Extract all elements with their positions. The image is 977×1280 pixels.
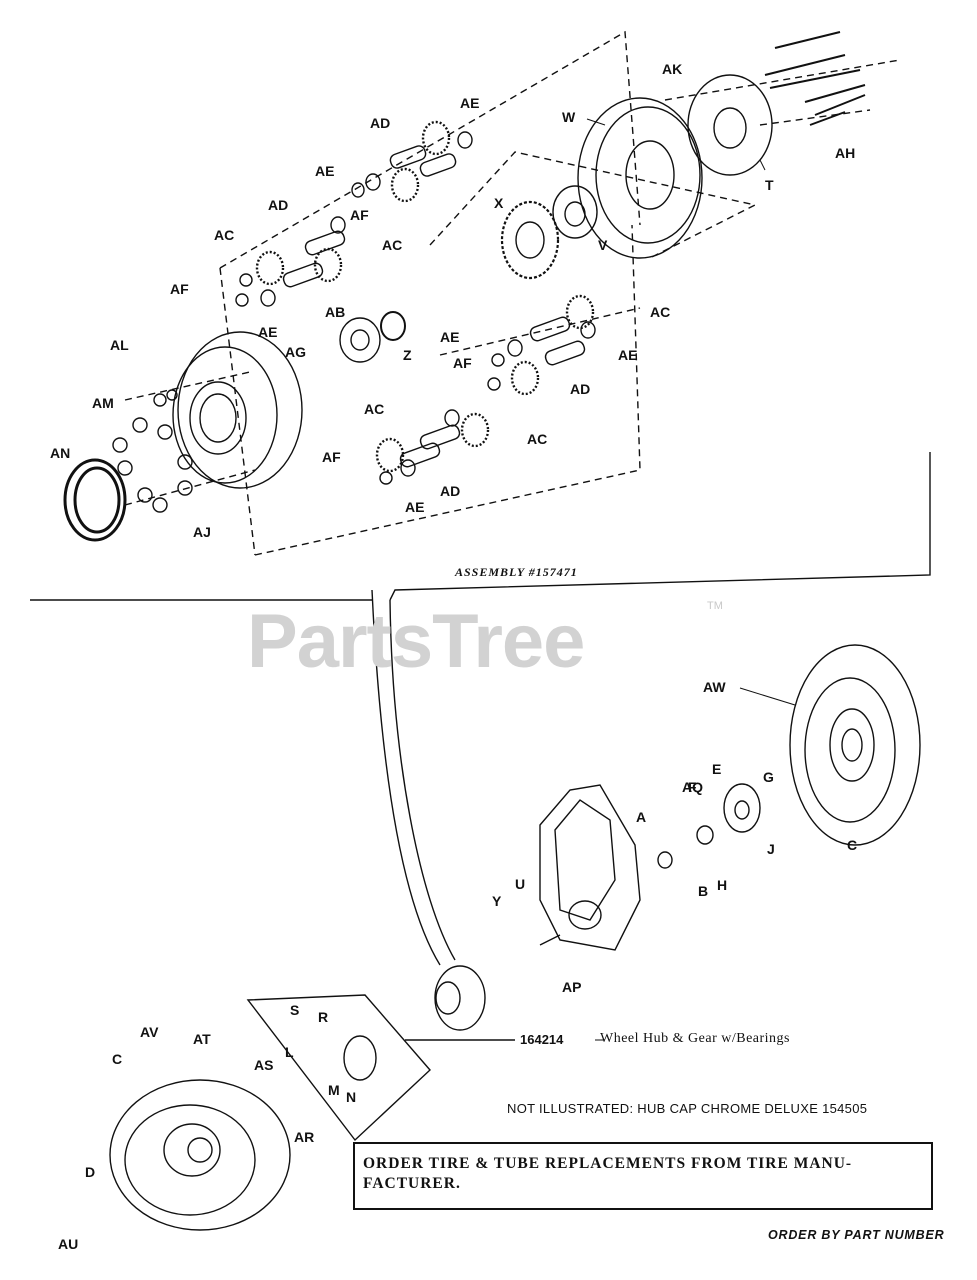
trademark-mark: TM	[707, 600, 723, 612]
callout-l: L	[285, 1044, 294, 1060]
callout-ap: AP	[562, 979, 582, 995]
callout-g: G	[763, 769, 774, 785]
callout-ac: AC	[214, 227, 235, 243]
transmission-case	[539, 784, 673, 951]
callout-ae: AE	[315, 163, 335, 179]
callout-b: B	[698, 883, 709, 899]
ring-w	[577, 97, 703, 259]
callout-al: AL	[110, 337, 129, 353]
callout-ak: AK	[662, 61, 683, 77]
order-by-part-number: ORDER BY PART NUMBER	[768, 1228, 945, 1242]
callout-aj: AJ	[193, 524, 211, 540]
callout-ad: AD	[268, 197, 289, 213]
callout-e: E	[712, 761, 722, 777]
callout-w: W	[562, 109, 576, 125]
wheel-aw	[789, 644, 921, 846]
leader-lines	[586, 118, 796, 1041]
callout-au: AU	[58, 1236, 79, 1252]
callout-d: D	[85, 1164, 96, 1180]
plate-t	[687, 74, 773, 176]
assembly-outline	[124, 30, 901, 556]
not-illustrated-note: NOT ILLUSTRATED: HUB CAP CHROME DELUXE 1…	[507, 1101, 868, 1116]
callout-ae: AE	[440, 329, 460, 345]
callout-an: AN	[50, 445, 71, 461]
callout-y: Y	[492, 893, 502, 909]
callout-j: J	[767, 841, 775, 857]
bolts-ah	[764, 31, 866, 126]
callout-f: F	[688, 779, 697, 795]
callout-h: H	[717, 877, 728, 893]
callout-af: AF	[350, 207, 369, 223]
callout-c: C	[847, 837, 858, 853]
callout-u: U	[515, 876, 526, 892]
ring-gear-ag	[172, 331, 303, 489]
callout-aq: AQ	[682, 779, 703, 795]
callout-ae: AE	[405, 499, 425, 515]
callout-af: AF	[322, 449, 341, 465]
callout-aw: AW	[703, 679, 726, 695]
callout-ar: AR	[294, 1129, 315, 1145]
callout-af: AF	[170, 281, 189, 297]
wheel-hub-gear	[434, 965, 486, 1031]
callout-at: AT	[193, 1031, 211, 1047]
callout-n: N	[346, 1089, 357, 1105]
callout-s: S	[290, 1002, 300, 1018]
callout-ae: AE	[460, 95, 480, 111]
callout-am: AM	[92, 395, 114, 411]
callout-ae: AE	[618, 347, 638, 363]
washers-af	[235, 131, 596, 485]
planet-gears	[255, 120, 595, 473]
assembly-label: ASSEMBLY #157471	[455, 565, 578, 579]
watermark: PartsTree	[247, 599, 585, 684]
callout-ad: AD	[440, 483, 461, 499]
callout-x: X	[494, 195, 504, 211]
hub-description: Wheel Hub & Gear w/Bearings	[600, 1031, 790, 1046]
callout-m: M	[328, 1082, 340, 1098]
callout-af: AF	[453, 355, 472, 371]
bushings	[282, 145, 586, 468]
callout-as: AS	[254, 1057, 274, 1073]
hub-part-number: 164214	[520, 1032, 564, 1047]
callout-ac: AC	[650, 304, 671, 320]
callout-av: AV	[140, 1024, 159, 1040]
callout-t: T	[765, 177, 774, 193]
nuts-aj	[112, 389, 193, 513]
hub-plate-diamond	[246, 994, 431, 1142]
gear-x	[500, 200, 560, 280]
callout-ac: AC	[364, 401, 385, 417]
callout-r: R	[318, 1009, 329, 1025]
callout-ab: AB	[325, 304, 346, 320]
callout-ah: AH	[835, 145, 856, 161]
callout-v: V	[598, 237, 608, 253]
callout-ae: AE	[258, 324, 278, 340]
bearing-v	[552, 185, 598, 239]
callout-ac: AC	[527, 431, 548, 447]
ring-z	[380, 311, 406, 341]
seal-an	[63, 458, 127, 542]
callout-ag: AG	[285, 344, 306, 360]
hub-e	[696, 783, 761, 845]
wheel-at	[109, 1079, 291, 1231]
callout-c: C	[112, 1051, 123, 1067]
callout-ad: AD	[370, 115, 391, 131]
callout-a: A	[636, 809, 647, 825]
washer-ab	[339, 317, 381, 363]
callout-z: Z	[403, 347, 412, 363]
callout-ac: AC	[382, 237, 403, 253]
order-notice: ORDER TIRE & TUBE REPLACEMENTS FROM TIRE…	[363, 1155, 853, 1193]
divider-lines	[30, 452, 931, 1041]
order-notice-box: ORDER TIRE & TUBE REPLACEMENTS FROM TIRE…	[353, 1142, 933, 1210]
callout-ad: AD	[570, 381, 591, 397]
